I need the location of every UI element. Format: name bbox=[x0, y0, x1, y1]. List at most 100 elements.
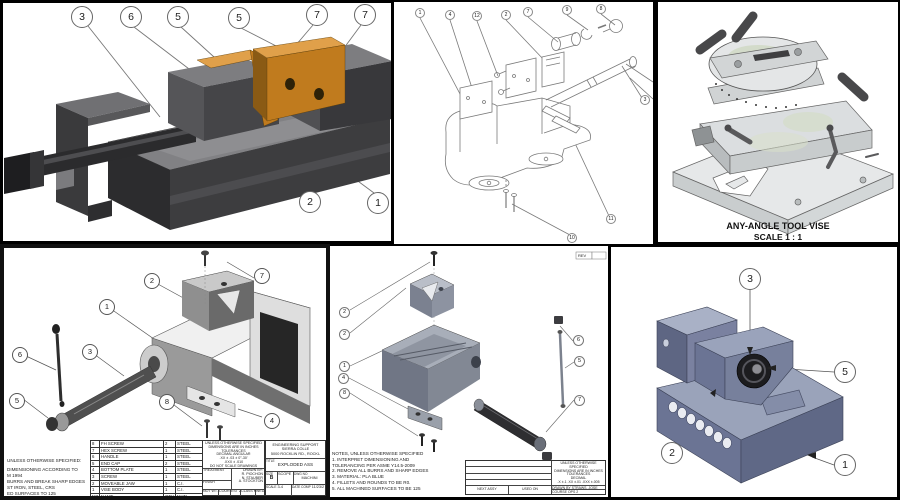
balloon-callout: 2 bbox=[144, 273, 160, 289]
note-line: 1. INTERPRET DIMENSIONING AND bbox=[332, 456, 410, 462]
size-value: B bbox=[269, 475, 274, 482]
drawn-by-name: N. STAUBER bbox=[241, 475, 263, 480]
note-line: ED SURFACES TO 125 bbox=[7, 490, 56, 496]
scope-label: SCOPE bbox=[278, 472, 294, 484]
tol-line: .XX ± .03 ± 0°-30' bbox=[219, 456, 248, 461]
org-line: 5000 ROCKLIN RD., ROCKL bbox=[270, 451, 321, 456]
drawn-by-name: STRAWS, JOSE bbox=[571, 485, 598, 490]
org-line: ENGINEERING SUPPORT bbox=[272, 443, 319, 447]
balloon-callout: 1 bbox=[99, 299, 115, 315]
size-label: SIZE bbox=[266, 472, 274, 476]
panel-any-angle-tool-vise: ANY-ANGLE TOOL VISE SCALE 1 : 1 bbox=[653, 0, 900, 244]
note-line: UNLESS OTHERWISE SPECIFIED: bbox=[7, 458, 82, 463]
general-notes: UNLESS OTHERWISE SPECIFIED: DIMENSIONING… bbox=[7, 458, 86, 500]
vise-illustration bbox=[4, 24, 391, 230]
balloon-callout: 4 bbox=[445, 10, 455, 20]
balloon-callout: 3 bbox=[82, 344, 98, 360]
scale-label: SCALE bbox=[266, 485, 277, 489]
note-line: AND ROUNDS R .12 bbox=[7, 496, 51, 500]
title-label: TITLE bbox=[266, 459, 275, 463]
any-angle-vise-illustration bbox=[672, 11, 894, 235]
balloon-callout: 8 bbox=[339, 388, 350, 399]
rev-label: REV bbox=[578, 253, 587, 258]
balloon-callout: 5 bbox=[228, 7, 250, 29]
dwg-number: MACHINI bbox=[301, 476, 318, 481]
course-label: COURSE OPS 2 bbox=[552, 489, 605, 494]
class-label: CLASS MFG DAY bbox=[241, 490, 256, 496]
balloon-callout: 3 bbox=[71, 6, 93, 28]
note-line: 4. FILLETS AND ROUNDS TO BE R0. bbox=[332, 479, 411, 485]
tol-line: TOLERANCES bbox=[221, 448, 246, 453]
balloon-callout: 1 bbox=[834, 454, 856, 476]
finish-label: FINISH bbox=[203, 480, 232, 490]
balloon-callout: 2 bbox=[339, 307, 350, 318]
balloon-callout: 5 bbox=[167, 6, 189, 28]
drawing-title: ANY-ANGLE TOOL VISE bbox=[726, 221, 830, 231]
panel-blue-vise-render: 3 5 2 1 bbox=[608, 244, 900, 500]
balloon-callout: 5 bbox=[574, 356, 585, 367]
note-line: ST IRON, STEEL, CRS bbox=[7, 484, 55, 490]
note-line: 3. MATERIAL: PLA BLUE bbox=[332, 474, 384, 480]
balloon-callout: 4 bbox=[338, 373, 349, 384]
class-day: WED bbox=[256, 490, 264, 493]
general-notes: NOTES, UNLESS OTHERWISE SPECIFIED 1. INT… bbox=[332, 451, 429, 492]
balloon-callout: 5 bbox=[834, 361, 856, 383]
balloon-callout: 8 bbox=[159, 394, 175, 410]
balloon-callout: 6 bbox=[12, 347, 28, 363]
date-value: 11/23/2 bbox=[311, 485, 325, 489]
panel-rendered-vise: 3 6 5 5 7 7 2 1 bbox=[0, 0, 394, 244]
drawing-scale: SCALE 1 : 1 bbox=[753, 232, 803, 242]
tol-line: .X ±.1 .XX ±.01 .XXX ±.005 bbox=[557, 479, 600, 484]
balloon-callout: 1 bbox=[339, 361, 350, 372]
note-line: BURRS AND BREAK SHARP EDGES bbox=[7, 478, 86, 484]
balloon-callout: 7 bbox=[306, 4, 328, 26]
balloon-callout: 11 bbox=[606, 214, 616, 224]
balloon-callout: 3 bbox=[739, 268, 761, 290]
drawing-title: EXPLODED ASS bbox=[277, 462, 314, 468]
balloon-callout: 5 bbox=[9, 393, 25, 409]
org-line: SIERRA COLLE bbox=[281, 447, 310, 452]
panel-exploded-cad-drawing: REV 2 2 1 4 8 6 5 7 NOTES, UNLESS OTHERW… bbox=[330, 244, 608, 500]
balloon-callout: 4 bbox=[264, 413, 280, 429]
tol-line: .XXX ± .010 bbox=[223, 459, 244, 464]
balloon-callout: 6 bbox=[120, 6, 142, 28]
balloon-callout: 2 bbox=[339, 329, 350, 340]
balloon-callout: 8 bbox=[596, 4, 606, 14]
balloon-callout: 7 bbox=[574, 395, 585, 406]
panel-exploded-line-drawing: 1 4 12 2 7 9 8 10 11 3 bbox=[394, 0, 653, 244]
balloon-callout: 7 bbox=[523, 7, 533, 17]
not-wt-label: NOT WT. bbox=[203, 490, 219, 496]
blue-vise-illustration bbox=[656, 290, 844, 484]
note-line: DIMENSIONING ACCORDING TO bbox=[7, 466, 78, 472]
course-value: EST 2 bbox=[231, 490, 241, 496]
course-label: COURSE NO bbox=[219, 490, 231, 496]
note-line: M 1994 bbox=[7, 472, 23, 478]
scale-value: 3-4 bbox=[277, 485, 284, 489]
note-line: NOTES, UNLESS OTHERWISE SPECIFIED bbox=[332, 451, 424, 456]
tol-line: UNLESS OTHERWISE SPECIFIED bbox=[204, 441, 263, 445]
exploded-vise-shaded bbox=[22, 250, 311, 444]
tol-line: TOLERANCES bbox=[566, 472, 591, 477]
next-assy-label: NEXT ASSY bbox=[466, 486, 509, 494]
drawn-by-label: DRAWN BY: bbox=[242, 468, 263, 472]
balloon-callout: 9 bbox=[562, 5, 572, 15]
balloon-callout: 3 bbox=[640, 95, 650, 105]
balloon-callout: 12 bbox=[472, 11, 482, 21]
tol-line: DIMENSIONS ARE IN INCHES bbox=[554, 468, 603, 473]
tolerance-block: UNLESS OTHERWISE SPECIFIED DIMENSIONS AR… bbox=[202, 440, 265, 496]
balloon-callout: 1 bbox=[415, 8, 425, 18]
note-line: TOLERANCING PER ASME Y14.5-2009 bbox=[332, 462, 415, 468]
org-title-block: ENGINEERING SUPPORT SIERRA COLLE 5000 RO… bbox=[265, 440, 326, 496]
drawn-by-name: A. STOCKTON bbox=[238, 479, 263, 484]
balloon-callout: 2 bbox=[501, 10, 511, 20]
title-block: NEXT ASSY USED ON UNLESS OTHERWISE SPECI… bbox=[465, 460, 606, 495]
balloon-callout: 10 bbox=[567, 233, 577, 243]
date-label: DATE COMP bbox=[292, 485, 311, 489]
